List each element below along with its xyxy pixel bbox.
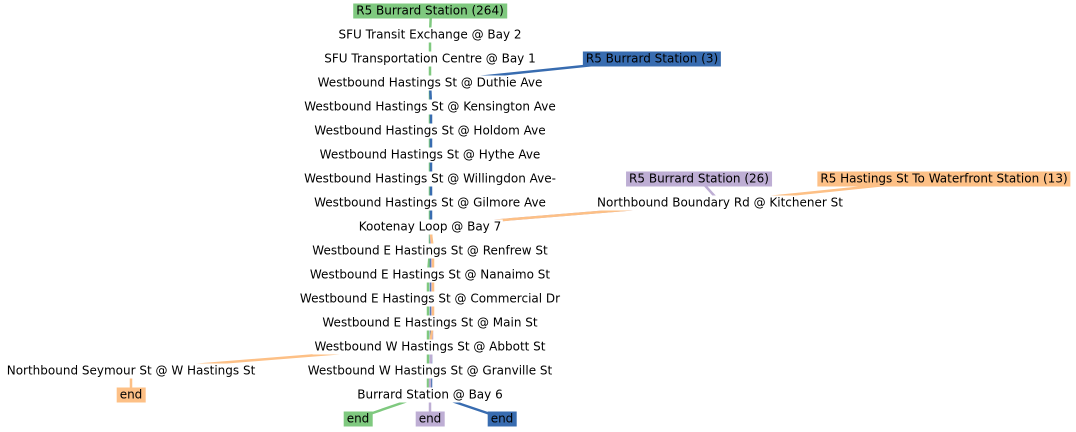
- stop-label: SFU Transportation Centre @ Bay 1: [322, 51, 538, 67]
- stop-label: Westbound Hastings St @ Holdom Ave: [312, 123, 548, 139]
- route-264-tag: R5 Burrard Station (264): [353, 3, 507, 19]
- stop-label: Westbound Hastings St @ Hythe Ave: [317, 147, 543, 163]
- route-26-tag: R5 Burrard Station (26): [626, 171, 772, 187]
- stop-label: Northbound Seymour St @ W Hastings St: [4, 363, 258, 379]
- edge-green: [356, 9, 433, 420]
- stop-label: SFU Transit Exchange @ Bay 2: [336, 27, 524, 43]
- route-13-tag: R5 Hastings St To Waterfront Station (13…: [817, 171, 1071, 187]
- stop-label: Westbound Hastings St @ Duthie Ave: [315, 75, 545, 91]
- stop-label: Westbound W Hastings St @ Abbott St: [312, 339, 548, 355]
- stop-label: Westbound W Hastings St @ Granville St: [305, 363, 555, 379]
- stop-label: Westbound E Hastings St @ Main St: [320, 315, 540, 331]
- end-tag-purple: end: [415, 411, 445, 427]
- stop-label: Westbound E Hastings St @ Commercial Dr: [297, 291, 563, 307]
- end-tag-orange: end: [116, 387, 146, 403]
- route-3-tag: R5 Burrard Station (3): [582, 51, 722, 67]
- stop-label: Westbound Hastings St @ Gilmore Ave: [312, 195, 548, 211]
- end-tag-blue: end: [487, 411, 517, 427]
- stop-label: Westbound Hastings St @ Kensington Ave: [302, 99, 558, 115]
- stop-label: Westbound E Hastings St @ Renfrew St: [310, 243, 550, 259]
- stop-label: Kootenay Loop @ Bay 7: [356, 219, 504, 235]
- stop-label: Westbound E Hastings St @ Nanaimo St: [307, 267, 553, 283]
- stop-label: Northbound Boundary Rd @ Kitchener St: [595, 195, 845, 211]
- stop-label: Burrard Station @ Bay 6: [355, 387, 505, 403]
- edge-orange: [129, 177, 946, 396]
- stop-label: Westbound Hastings St @ Willingdon Ave-: [302, 171, 558, 187]
- end-tag-green: end: [343, 411, 373, 427]
